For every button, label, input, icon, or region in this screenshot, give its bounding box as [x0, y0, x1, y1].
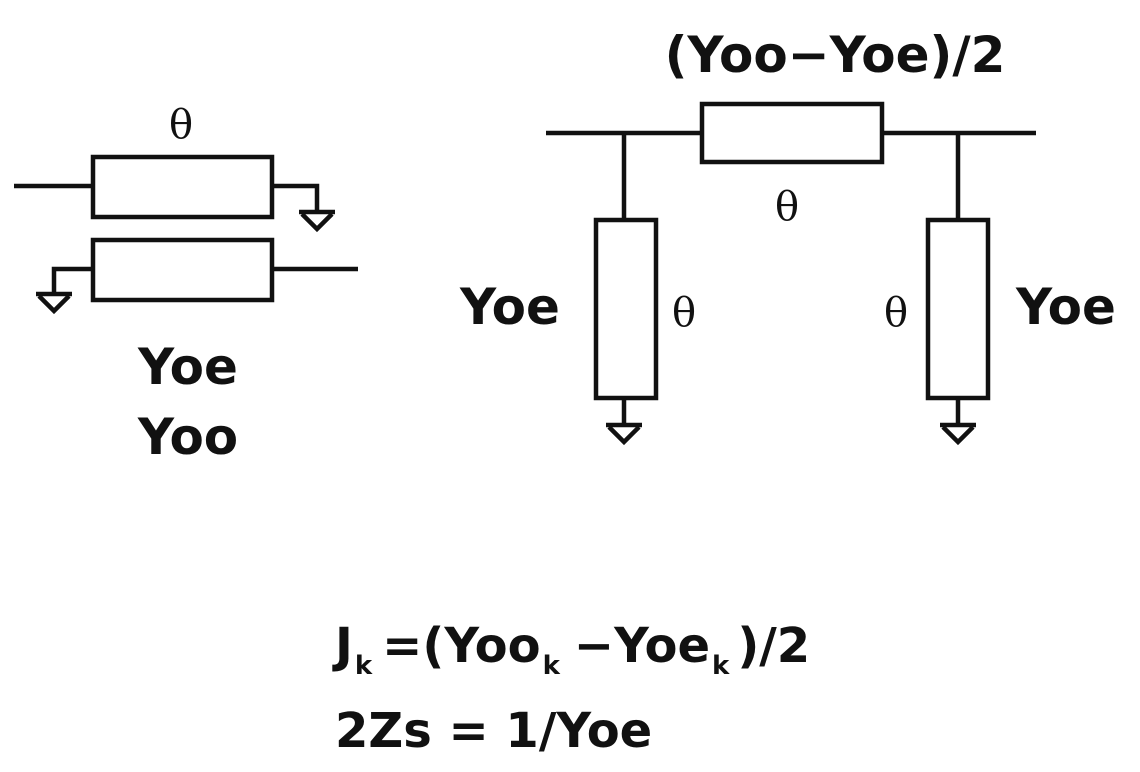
series-admittance-label: (Yoo−Yoe)/2 [665, 26, 1006, 84]
ground-icon [36, 291, 72, 315]
zs-equation: 2Zs = 1/Yoe [335, 703, 652, 759]
coupled-line-yoo-label: Yoo [137, 408, 238, 466]
j-equation: Jk=(Yook−Yoek)/2 [332, 618, 810, 681]
yoo-subscript: k [543, 651, 561, 681]
ground-icon [299, 209, 335, 233]
top-coupled-line [90, 154, 275, 220]
j-symbol: J [332, 618, 353, 674]
right-stub-yoe-label: Yoe [1015, 278, 1116, 336]
j-subscript: k [355, 651, 373, 681]
coupled-line-section: θ Yoe Yoo [14, 102, 358, 466]
bottom-coupled-line [90, 237, 275, 303]
ground-icon [940, 422, 976, 446]
pi-network: (Yoo−Yoe)/2 θ Yoe θ θ Yoe [459, 26, 1116, 446]
right-stub-theta: θ [884, 290, 908, 336]
yoe-subscript: k [712, 651, 730, 681]
bottom-ground-lead [51, 266, 93, 294]
left-stub-theta: θ [672, 290, 696, 336]
top-ground-lead [272, 183, 320, 212]
series-line [699, 101, 885, 165]
j-eq-open: =(Yoo [382, 618, 540, 674]
j-minus-yoe: −Yoe [574, 618, 710, 674]
right-stub-line [925, 217, 991, 401]
left-stub-yoe-label: Yoe [459, 278, 560, 336]
ground-icon [606, 422, 642, 446]
coupled-line-theta: θ [169, 102, 193, 148]
coupled-line-yoe-label: Yoe [137, 338, 238, 396]
equations: Jk=(Yook−Yoek)/2 2Zs = 1/Yoe [332, 618, 810, 759]
series-theta: θ [775, 184, 799, 230]
left-stub-line [593, 217, 659, 401]
j-close: )/2 [737, 618, 810, 674]
